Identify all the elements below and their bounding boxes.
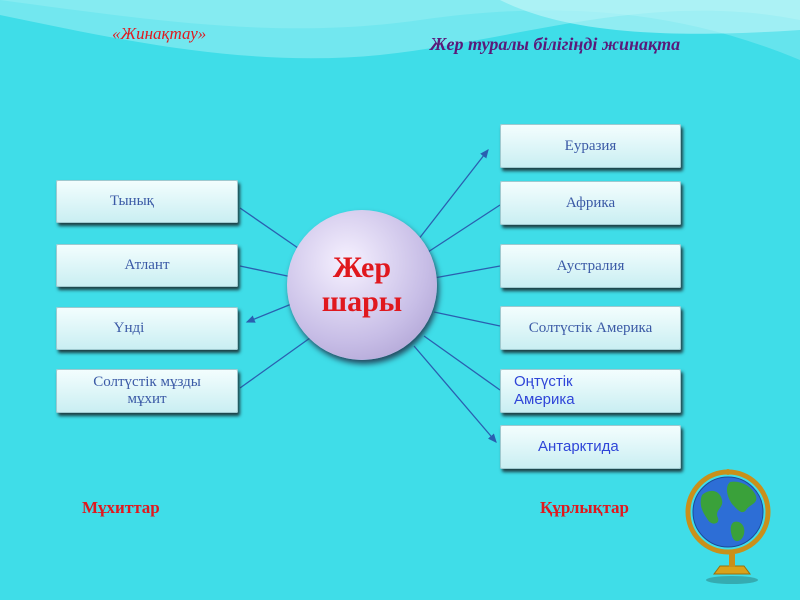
ocean-label: Солтүстік мұзды мұхит [76, 374, 218, 408]
connector-line [428, 205, 500, 252]
connector-line [434, 312, 500, 326]
connector-line [240, 266, 292, 277]
ocean-label: Үнді [114, 320, 145, 337]
ocean-box-indian: Үнді [56, 307, 238, 350]
connector-line [240, 338, 310, 388]
connector-line [424, 336, 500, 390]
connector-line [418, 150, 488, 240]
ocean-box-arctic: Солтүстік мұзды мұхит [56, 369, 238, 413]
center-label-line2: шары [322, 285, 402, 319]
continent-box-south-america: Оңтүстік Америка [500, 369, 681, 413]
ocean-label: Атлант [125, 257, 170, 274]
connector-line [247, 303, 294, 322]
continent-box-eurasia: Еуразия [500, 124, 681, 168]
ocean-label: Тынық [110, 193, 154, 210]
continent-box-australia: Аустралия [500, 244, 681, 288]
continent-label: Оңтүстік Америка [514, 373, 614, 409]
center-node-earth: Жер шары [287, 210, 437, 360]
section-title: «Жинақтау» [112, 24, 206, 44]
continents-caption: Құрлықтар [540, 498, 629, 518]
connector-line [434, 266, 500, 278]
center-label-line1: Жер [333, 251, 391, 285]
continent-label: Еуразия [565, 138, 617, 155]
connector-line [414, 346, 496, 442]
continent-label: Африка [566, 195, 615, 212]
continent-box-africa: Африка [500, 181, 681, 225]
continent-label: Антарктида [538, 438, 642, 456]
continent-label: Аустралия [557, 258, 625, 275]
ocean-box-atlantic: Атлант [56, 244, 238, 287]
continent-label: Солтүстік Америка [529, 320, 653, 337]
task-title: Жер туралы білігіңді жинақта [430, 34, 680, 55]
continent-box-north-america: Солтүстік Америка [500, 306, 681, 350]
globe-icon [674, 460, 774, 585]
oceans-caption: Мұхиттар [82, 498, 160, 518]
ocean-box-pacific: Тынық [56, 180, 238, 223]
connector-line [240, 208, 298, 248]
continent-box-antarctica: Антарктида [500, 425, 681, 469]
